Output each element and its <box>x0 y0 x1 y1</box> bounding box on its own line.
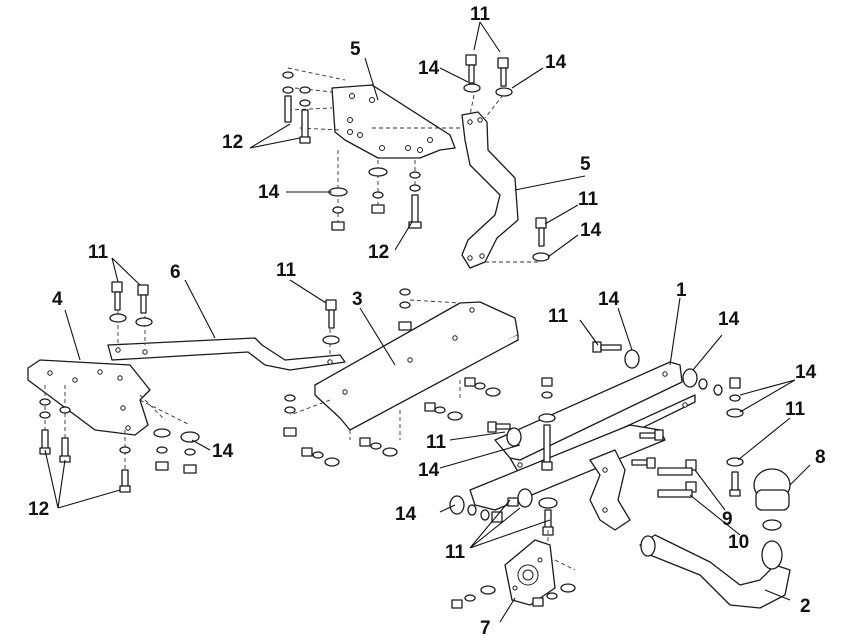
bracket-plate-5-left <box>287 67 470 159</box>
label-14: 14 <box>580 220 602 241</box>
label-12: 12 <box>28 499 49 520</box>
fastener-stack-3-top <box>398 288 412 331</box>
part-labels: 11 14 14 5 12 14 12 5 11 14 11 6 11 3 4 … <box>28 4 826 639</box>
fastener-stack-14-right <box>682 368 744 497</box>
label-14: 14 <box>258 182 280 203</box>
label-12: 12 <box>222 132 243 153</box>
fastener-stack-12-top <box>282 71 311 144</box>
label-14: 14 <box>545 52 567 73</box>
fastener-stack-3-left <box>283 377 501 467</box>
bolt-10 <box>657 481 697 498</box>
label-14: 14 <box>395 504 417 525</box>
label-11: 11 <box>548 306 569 327</box>
label-1: 1 <box>676 280 687 301</box>
mounting-plate-4 <box>27 359 191 436</box>
label-5: 5 <box>580 154 591 175</box>
fastener-stack-center <box>487 377 664 471</box>
bolt-11-crossbar-left <box>592 341 640 369</box>
label-4: 4 <box>52 289 63 310</box>
label-14: 14 <box>598 289 620 310</box>
label-14: 14 <box>212 441 234 462</box>
label-12: 12 <box>368 242 389 263</box>
tow-ball-8 <box>753 468 791 531</box>
label-11: 11 <box>88 242 109 263</box>
fasteners-socket-plate <box>451 583 576 609</box>
fastener-stack-12-left <box>39 385 131 493</box>
socket-plate-7 <box>504 530 576 606</box>
bolts-11-part-6 <box>109 281 340 345</box>
label-10: 10 <box>728 532 749 553</box>
washer-nut-stack-14-left <box>153 428 200 474</box>
bolts-11-top <box>463 54 550 262</box>
label-6: 6 <box>170 262 181 283</box>
label-11: 11 <box>276 260 297 281</box>
label-8: 8 <box>815 447 826 468</box>
bracket-3 <box>289 299 519 440</box>
label-7: 7 <box>480 618 491 639</box>
label-14: 14 <box>418 58 440 79</box>
label-11: 11 <box>470 4 491 25</box>
fastener-stack-lower-left <box>449 488 558 536</box>
label-14: 14 <box>718 309 740 330</box>
bolt-9 <box>657 459 697 476</box>
label-9: 9 <box>722 509 733 530</box>
bracket-5-right <box>461 94 540 269</box>
label-11: 11 <box>785 399 806 420</box>
fastener-stack-under-plate-5 <box>328 150 422 231</box>
label-2: 2 <box>800 596 811 617</box>
label-14: 14 <box>418 460 440 481</box>
leader-lines <box>44 21 811 623</box>
label-11: 11 <box>578 189 599 210</box>
label-3: 3 <box>352 289 363 310</box>
tow-bar-2 <box>639 534 791 609</box>
label-14: 14 <box>795 362 817 383</box>
label-11: 11 <box>445 542 466 563</box>
label-5: 5 <box>350 39 361 60</box>
hitch-bracket-1 <box>589 449 631 531</box>
label-11: 11 <box>426 432 447 453</box>
